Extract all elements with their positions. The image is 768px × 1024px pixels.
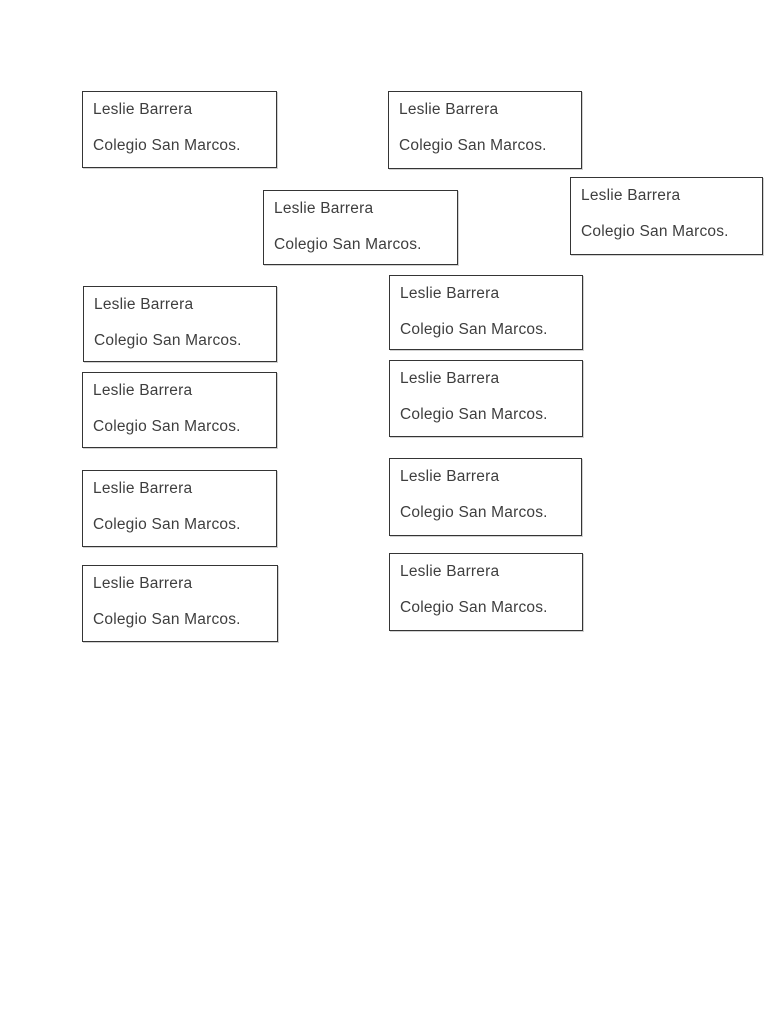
- person-name: Leslie Barrera: [94, 296, 194, 313]
- school-name: Colegio San Marcos.: [400, 406, 548, 423]
- school-name: Colegio San Marcos.: [400, 504, 548, 521]
- person-name: Leslie Barrera: [400, 468, 500, 485]
- person-name: Leslie Barrera: [400, 285, 500, 302]
- person-name: Leslie Barrera: [399, 101, 499, 118]
- name-tag-label: Leslie Barrera Colegio San Marcos.: [389, 275, 583, 350]
- person-name: Leslie Barrera: [93, 480, 193, 497]
- name-tag-label: Leslie Barrera Colegio San Marcos.: [82, 470, 277, 547]
- school-name: Colegio San Marcos.: [274, 236, 422, 253]
- name-tag-label: Leslie Barrera Colegio San Marcos.: [389, 553, 583, 631]
- name-tag-label: Leslie Barrera Colegio San Marcos.: [389, 458, 582, 536]
- school-name: Colegio San Marcos.: [93, 516, 241, 533]
- name-tag-label: Leslie Barrera Colegio San Marcos.: [388, 91, 582, 169]
- school-name: Colegio San Marcos.: [400, 321, 548, 338]
- name-tag-label: Leslie Barrera Colegio San Marcos.: [82, 372, 277, 448]
- school-name: Colegio San Marcos.: [581, 223, 729, 240]
- school-name: Colegio San Marcos.: [94, 332, 242, 349]
- person-name: Leslie Barrera: [93, 382, 193, 399]
- school-name: Colegio San Marcos.: [93, 611, 241, 628]
- name-tag-label: Leslie Barrera Colegio San Marcos.: [82, 565, 278, 642]
- person-name: Leslie Barrera: [400, 563, 500, 580]
- name-tag-label: Leslie Barrera Colegio San Marcos.: [389, 360, 583, 437]
- school-name: Colegio San Marcos.: [93, 418, 241, 435]
- person-name: Leslie Barrera: [93, 575, 193, 592]
- name-tag-label: Leslie Barrera Colegio San Marcos.: [82, 91, 277, 168]
- school-name: Colegio San Marcos.: [399, 137, 547, 154]
- school-name: Colegio San Marcos.: [400, 599, 548, 616]
- name-tag-label: Leslie Barrera Colegio San Marcos.: [83, 286, 277, 362]
- school-name: Colegio San Marcos.: [93, 137, 241, 154]
- person-name: Leslie Barrera: [581, 187, 681, 204]
- person-name: Leslie Barrera: [400, 370, 500, 387]
- name-tag-label: Leslie Barrera Colegio San Marcos.: [570, 177, 763, 255]
- person-name: Leslie Barrera: [93, 101, 193, 118]
- name-tag-label: Leslie Barrera Colegio San Marcos.: [263, 190, 458, 265]
- person-name: Leslie Barrera: [274, 200, 374, 217]
